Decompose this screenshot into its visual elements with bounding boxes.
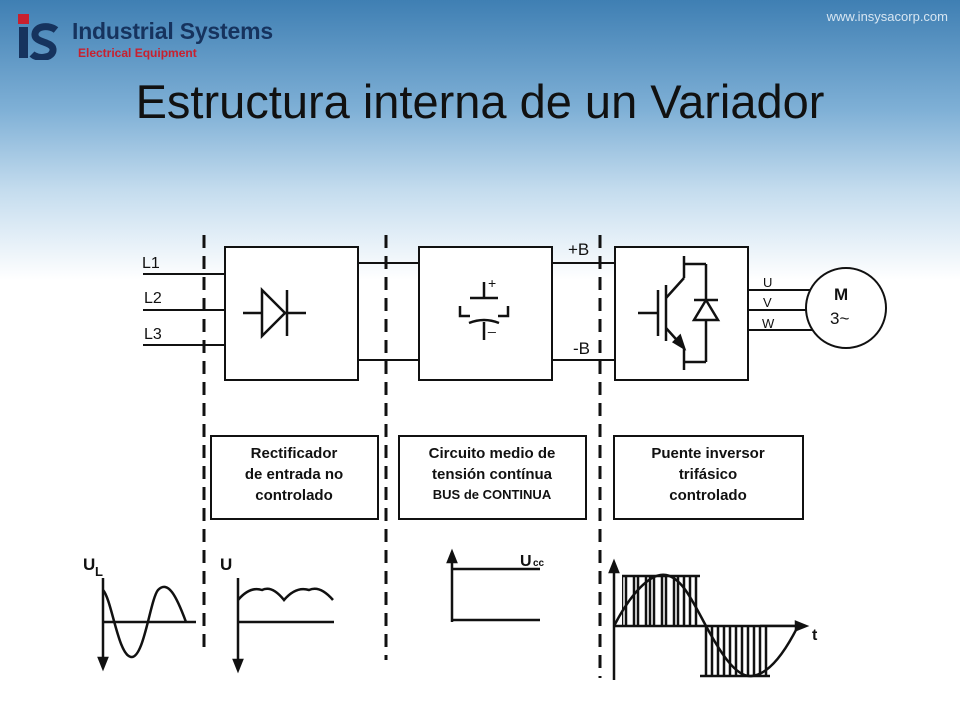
website-url: www.insysacorp.com <box>826 9 948 24</box>
dc-voltage-waveform <box>446 548 540 622</box>
stage-rectifier-line1: Rectificador <box>251 445 338 462</box>
diode-icon <box>243 286 306 340</box>
rectified-voltage-waveform <box>232 578 334 674</box>
stage-rectifier-line2: de entrada no <box>245 466 343 483</box>
motor-letter: M <box>834 285 848 304</box>
time-axis-label: t <box>812 627 818 644</box>
company-name: Industrial Systems <box>72 18 273 44</box>
stage-dc-link-line1: Circuito medio de <box>429 445 556 462</box>
stage-dc-link-line3: BUS de CONTINUA <box>433 487 552 502</box>
stage-box-dc-link <box>398 435 587 520</box>
input-lines <box>143 273 225 346</box>
capacitor-icon <box>458 282 510 340</box>
stage-dc-link-line2: tensión contínua <box>432 466 553 483</box>
input-label-l1: L1 <box>142 255 160 272</box>
stage-separators <box>202 235 602 678</box>
input-label-l3: L3 <box>144 326 162 343</box>
slide-title: Estructura interna de un Variador <box>135 75 825 128</box>
logo-mark-icon <box>18 14 59 60</box>
input-voltage-waveform <box>97 578 196 672</box>
output-label-v: V <box>763 295 772 310</box>
input-voltage-label: U <box>83 555 95 574</box>
stage-box-inverter <box>613 435 804 520</box>
stage-inverter-line2: trifásico <box>679 466 737 483</box>
input-label-l2: L2 <box>144 290 162 307</box>
company-logo: Industrial Systems Electrical Equipment <box>16 12 273 62</box>
dc-voltage-subscript: cc <box>533 558 545 569</box>
output-label-u: U <box>763 275 772 290</box>
dc-voltage-label: U <box>520 553 532 570</box>
pwm-output-waveform <box>608 558 810 680</box>
bus-negative-label: -B <box>573 339 590 358</box>
dc-bus-lines <box>358 262 615 361</box>
stage-rectifier-line3: controlado <box>255 487 333 504</box>
capacitor-plus-label: + <box>488 275 496 291</box>
igbt-transistor-icon <box>638 256 721 370</box>
inverter-block <box>614 246 749 381</box>
rectified-voltage-label: U <box>220 555 232 574</box>
motor-symbol <box>805 267 887 349</box>
company-tagline: Electrical Equipment <box>78 46 197 60</box>
output-lines <box>748 289 812 331</box>
motor-phase: 3~ <box>830 309 849 328</box>
bus-positive-label: +B <box>568 240 589 259</box>
stage-box-rectifier <box>210 435 379 520</box>
stage-inverter-line3: controlado <box>669 487 747 504</box>
input-voltage-subscript: L <box>95 564 103 579</box>
capacitor-minus-label: _ <box>487 317 496 333</box>
output-label-w: W <box>762 316 775 331</box>
stage-inverter-line1: Puente inversor <box>651 445 765 462</box>
dc-link-block <box>418 246 553 381</box>
